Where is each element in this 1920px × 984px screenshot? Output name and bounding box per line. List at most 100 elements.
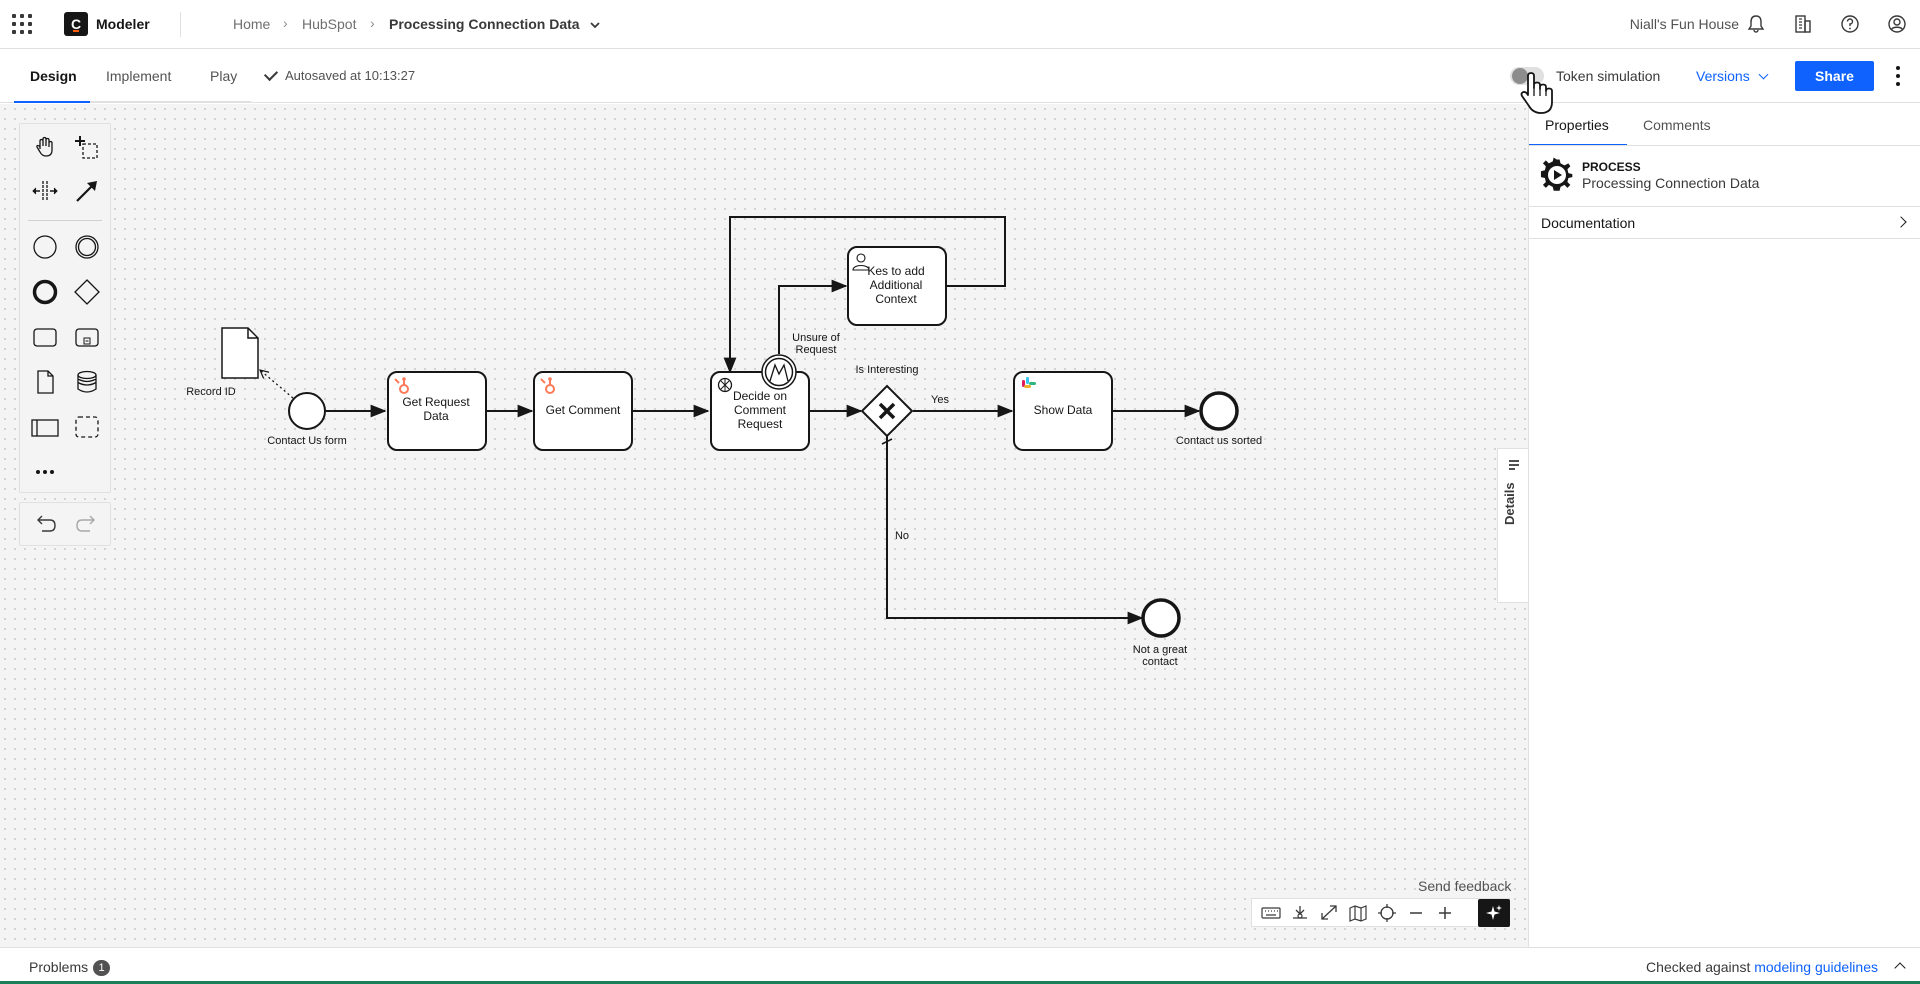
data-object-icon[interactable] [30, 367, 60, 397]
connect-tool-icon[interactable] [72, 176, 102, 206]
tab-underline [1529, 145, 1920, 146]
overflow-menu-icon[interactable] [1890, 62, 1906, 90]
service-task-get-comment[interactable] [533, 371, 633, 451]
group-icon[interactable] [72, 412, 102, 442]
versions-label: Versions [1696, 68, 1750, 84]
status-bar: Problems 1 Checked against modeling guid… [0, 947, 1920, 984]
documentation-group-header[interactable]: Documentation [1529, 207, 1920, 239]
organization-icon[interactable] [1792, 13, 1814, 35]
notification-bell-icon[interactable] [1745, 13, 1767, 35]
flow-label-no: No [895, 530, 909, 542]
task-label-line: Get Request [402, 395, 470, 409]
top-navigation-bar: C Modeler Home › HubSpot › Processing Co… [0, 0, 1920, 49]
app-name[interactable]: Modeler [96, 16, 150, 32]
task-icon[interactable] [30, 322, 60, 352]
tab-design[interactable]: Design [14, 50, 90, 103]
end-event-label-line: contact [1142, 656, 1177, 668]
end-event-not-great-contact[interactable] [1141, 598, 1181, 638]
modeling-guidelines-link[interactable]: modeling guidelines [1754, 959, 1878, 975]
breadcrumb-current-diagram[interactable]: Processing Connection Data [389, 16, 601, 32]
minimap-icon[interactable] [1347, 903, 1369, 923]
end-event-icon[interactable] [30, 277, 60, 307]
details-side-tab[interactable] [1497, 448, 1529, 603]
process-gear-icon [1540, 157, 1573, 191]
gateway-icon[interactable] [72, 277, 102, 307]
send-feedback-link[interactable]: Send feedback [1418, 878, 1512, 894]
tab-implement[interactable]: Implement [90, 50, 194, 103]
tab-play[interactable]: Play [194, 50, 251, 103]
lint-status-text: Checked against [1646, 959, 1751, 975]
end-event-contact-sorted[interactable] [1199, 391, 1239, 431]
share-button[interactable]: Share [1795, 61, 1874, 91]
sequence-flow-boundary[interactable] [778, 279, 848, 354]
checkmark-icon [263, 66, 279, 82]
zoom-out-icon[interactable] [1405, 903, 1427, 923]
modeler-toolbar: Design Implement Play Autosaved at 10:13… [0, 50, 1920, 103]
zoom-in-icon[interactable] [1434, 903, 1456, 923]
fullscreen-icon[interactable] [1318, 903, 1340, 923]
space-tool-icon[interactable] [30, 176, 60, 206]
chevron-down-icon [1758, 69, 1769, 80]
flow-label-yes: Yes [931, 394, 949, 406]
default-flow-marker [881, 438, 893, 445]
keyboard-icon[interactable] [1260, 903, 1282, 923]
data-object-label: Record ID [186, 386, 236, 398]
user-icon[interactable] [1886, 13, 1908, 35]
tab-comments[interactable]: Comments [1643, 117, 1711, 133]
user-icon [852, 253, 870, 271]
bpmn-canvas[interactable]: Record ID Contact Us form Get Request Da… [0, 104, 1528, 947]
hubspot-icon [540, 377, 555, 394]
start-event[interactable] [288, 392, 326, 430]
redo-icon[interactable] [72, 510, 102, 540]
user-task-kes-to-add-context[interactable] [847, 246, 947, 326]
boundary-escalation-event[interactable] [761, 354, 797, 390]
ai-assistant-button[interactable] [1478, 899, 1510, 927]
task-label: Get Comment [546, 403, 621, 417]
pool-icon[interactable] [30, 412, 60, 442]
data-object-record-id[interactable] [221, 327, 259, 379]
center-icon[interactable] [1376, 903, 1398, 923]
lasso-tool-icon[interactable] [72, 132, 102, 162]
chevron-up-icon[interactable] [1894, 962, 1906, 974]
service-task-show-data[interactable] [1013, 371, 1113, 451]
diagram-name: Processing Connection Data [389, 16, 580, 32]
apps-grid-icon[interactable] [12, 14, 34, 36]
hubspot-icon [394, 377, 409, 394]
exclusive-gateway[interactable] [860, 384, 914, 438]
palette-separator [28, 220, 102, 221]
token-simulation-toggle[interactable] [1510, 67, 1544, 85]
boundary-label-line: Request [796, 344, 837, 356]
data-store-icon[interactable] [72, 367, 102, 397]
autosave-text: Autosaved at 10:13:27 [285, 68, 416, 83]
breadcrumb-separator: › [370, 15, 375, 31]
subprocess-icon[interactable] [72, 322, 102, 352]
intermediate-event-icon[interactable] [72, 232, 102, 262]
sequence-flow-no[interactable] [886, 436, 1144, 625]
autosave-status: Autosaved at 10:13:27 [263, 66, 416, 83]
help-icon[interactable] [1839, 13, 1861, 35]
fit-to-viewport-icon[interactable] [1289, 903, 1311, 923]
end-event-label: Contact us sorted [1176, 435, 1262, 447]
element-name: Processing Connection Data [1582, 175, 1760, 191]
problems-button[interactable]: Problems [29, 959, 89, 975]
breadcrumb-hubspot[interactable]: HubSpot [302, 16, 357, 32]
versions-button[interactable]: Versions [1696, 68, 1769, 84]
bpmn-palette [19, 123, 111, 493]
panel-divider [1529, 206, 1920, 207]
data-association[interactable] [260, 370, 294, 399]
breadcrumb-home[interactable]: Home [233, 16, 271, 32]
task-label-line: Kes to add [867, 264, 924, 278]
token-simulation-label: Token simulation [1556, 68, 1661, 84]
task-label: Show Data [1034, 403, 1093, 417]
hand-tool-icon[interactable] [30, 132, 60, 162]
undo-icon[interactable] [30, 510, 60, 540]
toggle-knob [1512, 68, 1528, 84]
problems-count-badge: 1 [93, 960, 110, 976]
start-event-icon[interactable] [30, 232, 60, 262]
element-type: PROCESS [1582, 160, 1641, 174]
sequence-flow-loop[interactable] [723, 216, 1006, 374]
more-elements-icon[interactable] [30, 457, 60, 487]
service-task-decide-on-comment-request[interactable] [710, 371, 810, 451]
service-task-get-request-data[interactable] [387, 371, 487, 451]
organization-name[interactable]: Niall's Fun House [1629, 16, 1739, 32]
